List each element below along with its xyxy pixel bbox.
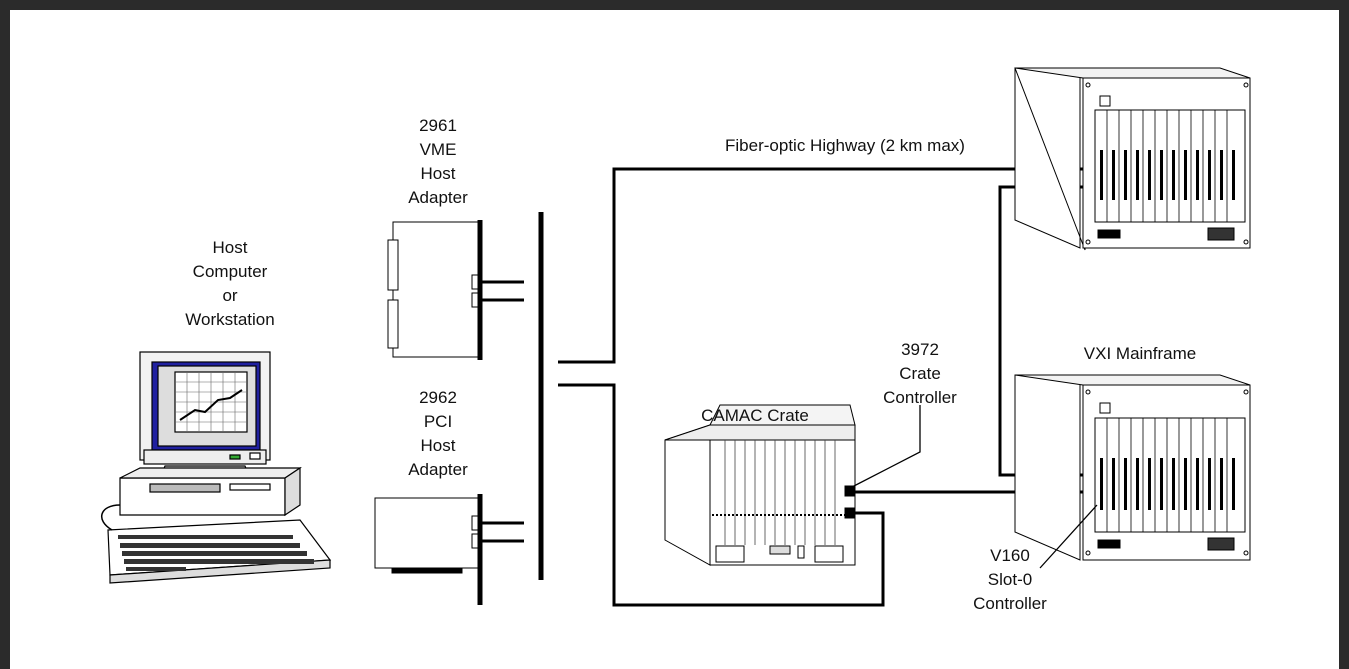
fiber-optic-highway-label: Fiber-optic Highway (2 km max) xyxy=(725,136,965,155)
adapter-cables xyxy=(482,280,524,543)
slot0-controller-label: V160 Slot-0 Controller xyxy=(973,546,1047,613)
pci-adapter-label: 2962 PCI Host Adapter xyxy=(408,388,468,479)
vme-host-adapter-card-icon xyxy=(387,220,483,360)
fiber-optic-highway-cable xyxy=(558,167,1095,364)
host-computer-label: Host Computer or Workstation xyxy=(185,238,275,329)
host-computer-icon xyxy=(101,351,332,584)
vxi-mainframe-bottom-icon xyxy=(1014,374,1251,561)
vxi-mainframe-top-icon xyxy=(1014,67,1251,251)
diagram-canvas: Host Computer or Workstation 2961 VME Ho… xyxy=(10,10,1339,669)
camac-crate-icon xyxy=(664,404,856,566)
camac-loop-cable xyxy=(558,383,885,607)
pci-host-adapter-card-icon xyxy=(374,494,483,605)
leader-lines xyxy=(851,405,1098,569)
crate-controller-label: 3972 Crate Controller xyxy=(883,340,957,407)
diagram-svg xyxy=(101,67,1251,607)
vxi-mainframe-label: VXI Mainframe xyxy=(1083,344,1197,363)
camac-crate-label: CAMAC Crate xyxy=(701,406,809,425)
vme-adapter-label: 2961 VME Host Adapter xyxy=(408,116,468,207)
